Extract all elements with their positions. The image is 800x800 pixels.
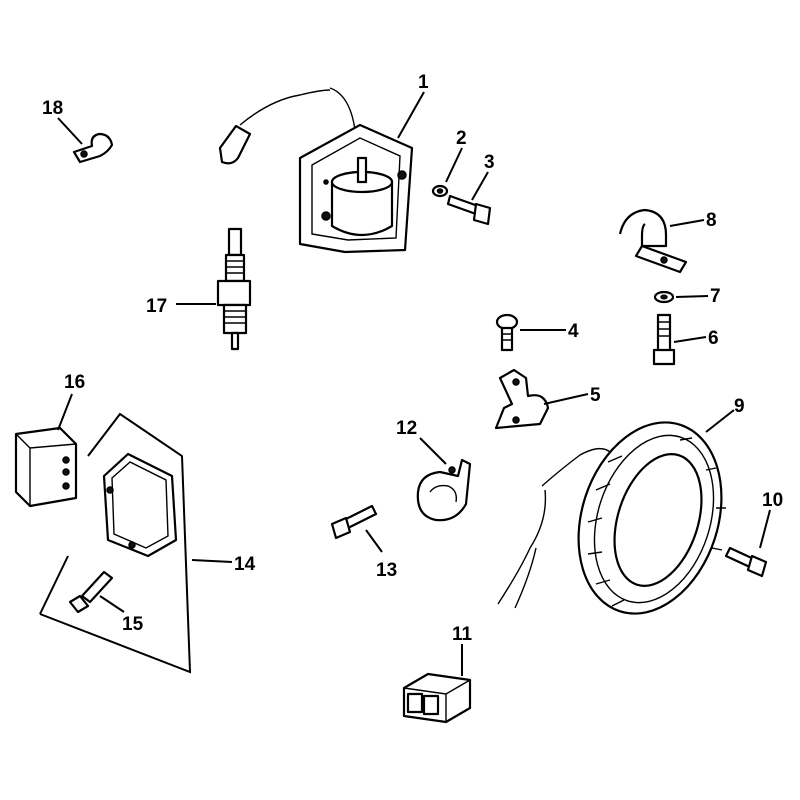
callout-5: 5 xyxy=(590,385,601,406)
leader-18 xyxy=(57,117,83,145)
part-13-clamp-bolt xyxy=(330,504,378,540)
part-2-lock-washer xyxy=(431,184,449,198)
callout-16: 16 xyxy=(64,372,85,393)
callout-12: 12 xyxy=(396,418,417,439)
callout-11: 11 xyxy=(452,624,473,645)
leader-2 xyxy=(445,147,463,183)
part-12-wire-clamp xyxy=(416,458,472,522)
part-17-spark-plug xyxy=(216,227,252,351)
callout-3: 3 xyxy=(484,152,495,173)
part-14-rectifier xyxy=(102,452,178,558)
part-8-cable-clamp xyxy=(618,208,688,274)
part-16-terminal-block xyxy=(14,426,78,508)
callout-17: 17 xyxy=(146,296,167,317)
part-7-washer xyxy=(653,290,675,304)
callout-14: 14 xyxy=(234,554,256,575)
callout-6: 6 xyxy=(708,328,719,349)
leader-13 xyxy=(365,529,383,553)
part-18-cable-clip xyxy=(72,132,114,164)
part-14-kit-bracket xyxy=(39,412,192,674)
leader-3 xyxy=(471,171,489,201)
callout-labels: 1 2 3 4 5 6 7 8 9 10 11 12 13 14 15 16 1… xyxy=(42,72,783,645)
part-5-bracket-clip xyxy=(494,368,550,430)
leader-16 xyxy=(57,393,73,431)
leader-9 xyxy=(705,409,735,433)
leader-12 xyxy=(419,437,447,465)
part-4-clip-screw xyxy=(495,313,519,352)
callout-2: 2 xyxy=(456,128,467,149)
leader-5 xyxy=(543,393,589,405)
callout-4: 4 xyxy=(568,321,579,342)
part-9-stator xyxy=(497,421,726,615)
leader-6 xyxy=(673,336,707,343)
leader-8 xyxy=(669,219,705,227)
callout-1: 1 xyxy=(418,72,429,93)
callout-8: 8 xyxy=(706,210,717,231)
leader-1 xyxy=(397,91,425,139)
part-6-screw xyxy=(652,313,676,366)
part-10-stator-screw xyxy=(724,546,768,578)
leader-14 xyxy=(191,559,233,563)
callout-7: 7 xyxy=(710,286,721,307)
leader-7 xyxy=(675,295,709,298)
leader-lines xyxy=(57,91,771,676)
callout-10: 10 xyxy=(762,490,783,511)
callout-18: 18 xyxy=(42,98,63,119)
part-1-ignition-coil xyxy=(218,87,414,254)
callout-15: 15 xyxy=(122,614,144,635)
part-11-connector xyxy=(402,672,472,724)
part-15-rectifier-screw xyxy=(68,570,114,614)
callout-13: 13 xyxy=(376,560,397,581)
callout-9: 9 xyxy=(734,396,745,417)
leader-15 xyxy=(99,595,125,613)
leader-10 xyxy=(759,509,771,549)
part-3-coil-screw xyxy=(446,194,492,226)
